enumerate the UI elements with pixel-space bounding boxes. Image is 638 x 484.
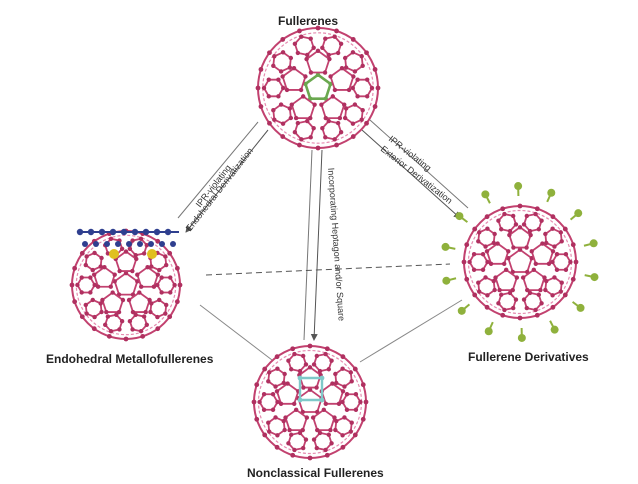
line-fullerenes-derivatives [369, 119, 469, 209]
line-fullerenes-nonclassical [303, 149, 313, 341]
arrow-fullerenes-nonclassical [310, 149, 323, 341]
connections [177, 119, 469, 363]
node-label-nonclassical: Nonclassical Fullerenes [247, 466, 384, 480]
edge-label-endohedral-2: Endohedral Derivatization [184, 146, 255, 233]
arrow-fullerenes-derivatives [361, 129, 461, 219]
node-label-endohedral: Endohedral Metallofullerenes [46, 352, 214, 366]
fullerene-derivative-molecule-icon [441, 182, 599, 342]
line-derivatives-nonclassical [359, 299, 463, 363]
endohedral-metallofullerene-molecule-icon [69, 228, 183, 342]
fullerene-molecule-icon [255, 25, 381, 151]
arrow-fullerenes-endohedral [185, 129, 269, 233]
line-fullerenes-endohedral [177, 121, 259, 219]
dashed-line-endohedral-derivatives [205, 263, 451, 276]
line-endohedral-nonclassical [199, 304, 273, 361]
node-label-derivatives: Fullerene Derivatives [468, 350, 589, 364]
edge-label-nonclassical: Incorporating Heptagon and/or Square [326, 167, 347, 321]
node-label-fullerenes: Fullerenes [278, 14, 339, 28]
nonclassical-fullerene-molecule-icon [251, 343, 369, 461]
